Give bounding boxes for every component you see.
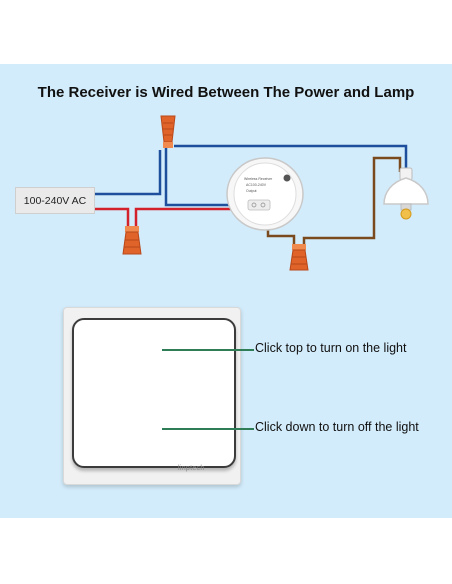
- neutral-wire-receiver: [164, 148, 232, 207]
- callout-bottom-text: Click down to turn off the light: [255, 420, 419, 434]
- live-wire-receiver: [134, 207, 232, 230]
- live-wire-source: [95, 207, 130, 230]
- page-title: The Receiver is Wired Between The Power …: [37, 84, 415, 101]
- power-source-box: 100-240V AC: [15, 187, 95, 214]
- switch-rocker-button[interactable]: [72, 318, 236, 468]
- wire-connector-bottom: [289, 244, 309, 271]
- receiver-button-icon: [283, 174, 291, 182]
- load-wire-lamp: [302, 156, 402, 248]
- neutral-wire-lamp: [174, 144, 408, 172]
- neutral-wire-source: [95, 150, 162, 196]
- wire-connector-left: [122, 226, 142, 255]
- wire-connector-top: [160, 115, 176, 148]
- receiver-label-2: AC100-240V: [246, 183, 267, 187]
- receiver-label-1: Wireless Receiver: [244, 177, 273, 181]
- callout-line-top: [162, 349, 254, 351]
- receiver-module: [226, 157, 304, 231]
- callout-top-text: Click top to turn on the light: [255, 341, 407, 355]
- power-source-label: 100-240V AC: [23, 194, 87, 207]
- receiver-label-3: Output: [246, 189, 257, 193]
- callout-line-bottom: [162, 428, 254, 430]
- lamp-icon: [383, 167, 429, 220]
- switch-brand: linptech: [178, 465, 205, 472]
